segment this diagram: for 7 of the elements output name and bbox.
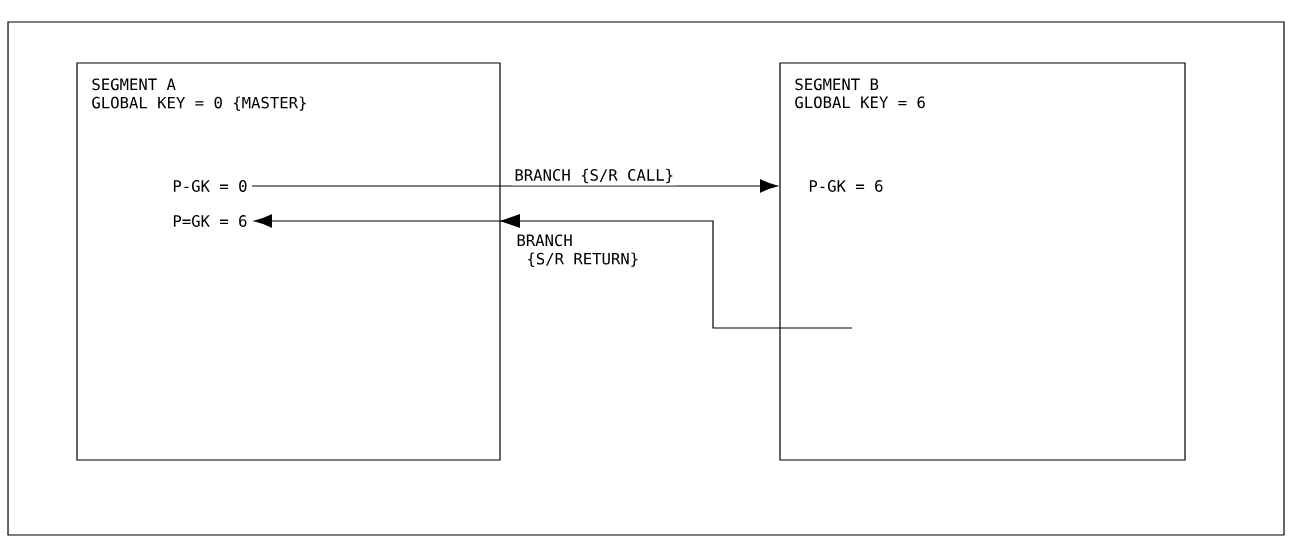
register-text: P=GK = 6 bbox=[173, 215, 247, 227]
register-text: P-GK = 0 bbox=[173, 180, 247, 192]
edge-label: BRANCH {S/R CALL} bbox=[512, 166, 677, 186]
arrow bbox=[254, 214, 853, 329]
edge-label: BRANCH {S/R RETURN} bbox=[514, 232, 647, 269]
register-text: P-GK = 6 bbox=[809, 180, 883, 192]
arrow bbox=[251, 179, 778, 193]
